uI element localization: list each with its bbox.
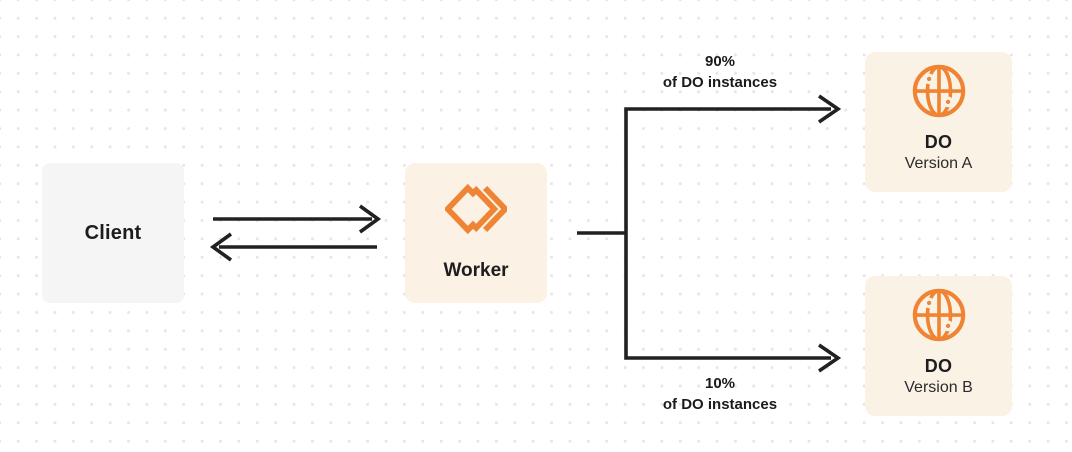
globe-icon [912, 64, 965, 118]
do-b-title: DO [924, 356, 953, 376]
branch-a-caption: of DO instances [662, 74, 778, 91]
globe-icon [912, 288, 965, 342]
do-a-subtitle: Version A [904, 155, 973, 172]
workers-logo-icon [445, 183, 507, 235]
branch-b-caption: of DO instances [662, 396, 778, 413]
client-to-worker-arrowhead-icon [358, 204, 382, 234]
worker-label: Worker [443, 260, 509, 281]
client-label: Client [84, 221, 142, 244]
branch-trunk-line [624, 107, 831, 360]
do-version-a-node: DO Version A [865, 52, 1012, 192]
do-b-subtitle: Version B [904, 379, 973, 396]
do-a-title: DO [924, 132, 953, 152]
worker-node: Worker [405, 163, 547, 303]
client-node: Client [42, 163, 184, 303]
branch-b-share-label: 10% of DO instances [620, 373, 820, 415]
branch-a-percent: 90% [704, 53, 736, 70]
arrowhead-to-do-b-icon [817, 343, 842, 373]
branch-a-share-label: 90% of DO instances [620, 51, 820, 93]
worker-to-client-arrowhead-icon [209, 232, 233, 262]
branch-b-percent: 10% [704, 375, 736, 392]
do-version-b-node: DO Version B [865, 276, 1012, 416]
arrowhead-to-do-a-icon [817, 94, 842, 124]
